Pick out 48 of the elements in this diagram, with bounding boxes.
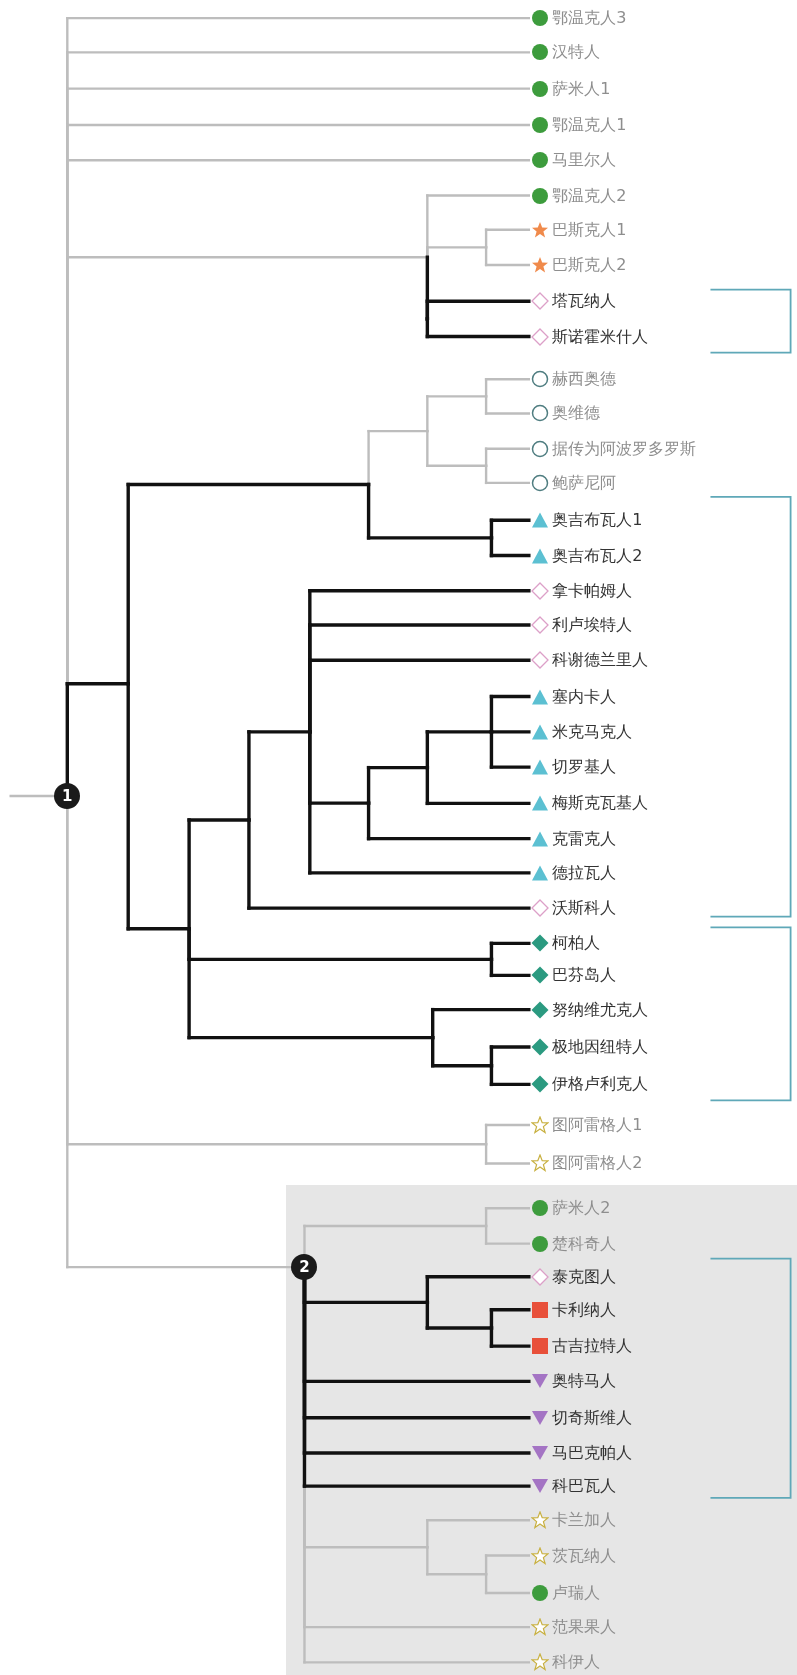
taxon-label: 科谢德兰里人 — [552, 650, 649, 671]
taxon-label: 萨米人1 — [552, 78, 611, 99]
taxon-label: 巴斯克人2 — [552, 254, 627, 275]
taxon-label: 沃斯科人 — [552, 898, 617, 919]
taxon-label: 利卢埃特人 — [552, 615, 633, 635]
taxon-label: 科伊人 — [552, 1652, 601, 1673]
taxon-label: 奥维德 — [552, 403, 601, 424]
taxon-label: 范果果人 — [552, 1617, 617, 1638]
taxon-label: 卢瑞人 — [552, 1582, 601, 1603]
taxon-label: 克雷克人 — [552, 828, 617, 849]
taxon-label: 科巴瓦人 — [552, 1476, 617, 1497]
taxon-label: 卡利纳人 — [552, 1299, 617, 1320]
taxon-label: 塞内卡人 — [552, 686, 617, 707]
taxon-label: 巴斯克人1 — [552, 219, 627, 240]
taxon-label: 茨瓦纳人 — [552, 1545, 617, 1566]
taxon-label: 切奇斯维人 — [552, 1407, 633, 1428]
taxon-label: 伊格卢利克人 — [552, 1074, 649, 1095]
taxon-label: 斯诺霍米什人 — [552, 326, 649, 347]
taxon-label: 柯柏人 — [552, 933, 601, 954]
taxon-label: 梅斯克瓦基人 — [552, 793, 649, 814]
taxon-label: 鄂温克人2 — [552, 185, 627, 206]
taxon-label: 古吉拉特人 — [552, 1336, 633, 1357]
taxon-label: 鄂温克人3 — [552, 8, 627, 29]
taxon-label: 极地因纽特人 — [552, 1037, 649, 1057]
taxon-label: 努纳维尤克人 — [552, 999, 649, 1020]
taxon-label: 马巴克帕人 — [552, 1442, 633, 1463]
taxon-label: 楚科奇人 — [552, 1233, 617, 1254]
taxon-label: 德拉瓦人 — [552, 862, 617, 883]
number-badge: 1 — [54, 782, 81, 809]
taxon-label: 切罗基人 — [552, 757, 617, 778]
taxon-label: 赫西奥德 — [552, 369, 617, 390]
taxon-label: 图阿雷格人1 — [552, 1115, 643, 1135]
taxon-label: 马里尔人 — [552, 150, 617, 171]
taxon-label: 奥吉布瓦人1 — [552, 510, 643, 531]
taxon-label: 萨米人2 — [552, 1198, 611, 1219]
taxon-label: 汉特人 — [552, 42, 601, 63]
taxon-label: 卡兰加人 — [552, 1510, 617, 1531]
taxon-label: 奥特马人 — [552, 1371, 617, 1392]
taxon-label: 据传为阿波罗多罗斯 — [552, 438, 697, 459]
taxon-label: 鄂温克人1 — [552, 115, 627, 135]
taxon-label: 奥吉布瓦人2 — [552, 545, 643, 566]
taxon-label: 图阿雷格人2 — [552, 1153, 643, 1174]
taxon-label: 拿卡帕姆人 — [552, 580, 633, 601]
taxon-label: 鲍萨尼阿 — [552, 472, 617, 493]
taxon-label: 塔瓦纳人 — [552, 291, 617, 312]
taxon-label: 米克马克人 — [552, 721, 633, 742]
taxon-label: 巴芬岛人 — [552, 965, 617, 986]
taxon-label: 泰克图人 — [552, 1266, 617, 1287]
